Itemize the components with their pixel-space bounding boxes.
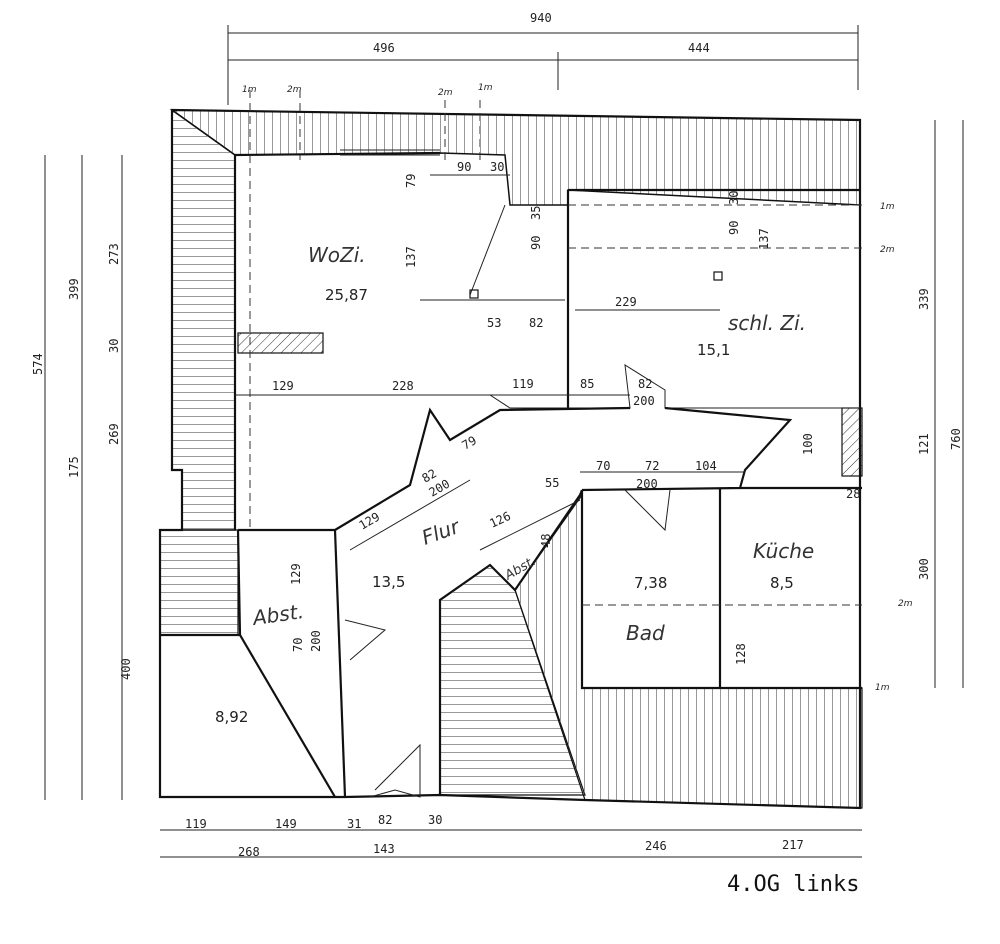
dim-right-total: 760 bbox=[949, 428, 963, 450]
dim-right-lower: 300 bbox=[917, 558, 931, 580]
dim-bottom-82: 82 bbox=[378, 813, 392, 827]
dim-top-left: 496 bbox=[373, 41, 395, 55]
dim-bottom-30: 30 bbox=[428, 813, 442, 827]
dim-int-129c: 129 bbox=[289, 563, 303, 585]
dim-int-129b: 129 bbox=[357, 510, 383, 533]
dim-left-upper: 399 bbox=[67, 278, 81, 300]
dim-int-137b: 137 bbox=[757, 228, 771, 250]
room-label-schlafzimmer: schl. Zi. bbox=[728, 311, 806, 335]
marker-2m-a: 2m bbox=[287, 85, 302, 95]
roof-slope-hatching bbox=[159, 108, 863, 809]
dim-right-mid: 121 bbox=[917, 433, 931, 455]
marker-1m-c: 1m bbox=[880, 202, 895, 212]
point-marker-a bbox=[469, 289, 479, 299]
marker-2m-b: 2m bbox=[438, 88, 453, 98]
dim-int-82: 82 bbox=[529, 316, 543, 330]
dim-left-upper-b: 273 bbox=[107, 243, 121, 265]
dim-int-90: 90 bbox=[457, 160, 471, 174]
dim-bottom-31: 31 bbox=[347, 817, 361, 831]
room-label-bad: Bad bbox=[626, 621, 665, 645]
dim-left-lower-a: 175 bbox=[67, 456, 81, 478]
dim-left-mid: 269 bbox=[107, 423, 121, 445]
dim-int-100: 100 bbox=[801, 433, 815, 455]
dim-int-82b: 82 bbox=[638, 377, 652, 391]
dim-int-137a: 137 bbox=[404, 246, 418, 268]
dim-int-70a: 70 bbox=[596, 459, 610, 473]
dim-bottom-149: 149 bbox=[275, 817, 297, 831]
room-area-abstell-left: 8,92 bbox=[215, 708, 248, 726]
dim-bottom-119: 119 bbox=[185, 817, 207, 831]
room-area-wohnzimmer: 25,87 bbox=[325, 286, 368, 304]
dim-left-total: 574 bbox=[31, 353, 45, 375]
room-area-bad: 7,38 bbox=[634, 574, 667, 592]
dim-right-upper: 339 bbox=[917, 288, 931, 310]
dim-top-right: 444 bbox=[688, 41, 710, 55]
room-label-wohnzimmer: WoZi. bbox=[308, 243, 366, 267]
dim-int-28: 28 bbox=[846, 487, 860, 501]
room-label-flur: Flur bbox=[419, 514, 465, 550]
dim-bottom-217: 217 bbox=[782, 838, 804, 852]
plan-caption: 4.OG links bbox=[727, 872, 860, 897]
dim-int-35: 35 bbox=[529, 206, 543, 220]
room-label-kueche: Küche bbox=[753, 539, 814, 563]
walls bbox=[158, 108, 862, 810]
room-area-flur: 13,5 bbox=[372, 573, 405, 591]
marker-1m-b: 1m bbox=[478, 83, 493, 93]
dim-left-mid-small: 30 bbox=[107, 339, 121, 353]
dim-int-53: 53 bbox=[487, 316, 501, 330]
dim-int-119: 119 bbox=[512, 377, 534, 391]
dim-int-48: 48 bbox=[539, 534, 553, 548]
dim-int-126: 126 bbox=[487, 509, 513, 531]
dimension-lines bbox=[44, 25, 964, 858]
dim-int-200a: 200 bbox=[633, 394, 655, 408]
dim-top-total: 940 bbox=[530, 11, 552, 25]
dim-int-129a: 129 bbox=[272, 379, 294, 393]
marker-1m-a: 1m bbox=[242, 85, 257, 95]
dim-int-30: 30 bbox=[490, 160, 504, 174]
point-marker-b bbox=[713, 271, 723, 281]
dim-bottom-143: 143 bbox=[373, 842, 395, 856]
room-label-abstell-left: Abst. bbox=[249, 599, 305, 630]
dim-int-85: 85 bbox=[580, 377, 594, 391]
dim-bottom-268: 268 bbox=[238, 845, 260, 859]
slope-lines bbox=[249, 90, 862, 606]
dim-int-104: 104 bbox=[695, 459, 717, 473]
marker-2m-d: 2m bbox=[898, 599, 913, 609]
dim-int-128: 128 bbox=[734, 643, 748, 665]
dim-int-90b: 90 bbox=[529, 236, 543, 250]
dim-bottom-246: 246 bbox=[645, 839, 667, 853]
dim-left-lower: 400 bbox=[119, 658, 133, 680]
dim-int-82c: 82 bbox=[420, 466, 440, 485]
dim-int-70b: 70 bbox=[291, 638, 305, 652]
room-area-kueche: 8,5 bbox=[770, 574, 794, 592]
dim-int-90c: 90 bbox=[727, 221, 741, 235]
dim-int-72: 72 bbox=[645, 459, 659, 473]
dim-int-200c: 200 bbox=[636, 477, 658, 491]
marker-2m-c: 2m bbox=[880, 245, 895, 255]
marker-1m-d: 1m bbox=[875, 683, 890, 693]
dim-int-79: 79 bbox=[404, 174, 418, 188]
dim-int-55: 55 bbox=[545, 476, 559, 490]
dim-int-228: 228 bbox=[392, 379, 414, 393]
dim-int-79b: 79 bbox=[460, 433, 480, 452]
dim-int-200d: 200 bbox=[309, 630, 323, 652]
dim-int-30b: 30 bbox=[727, 191, 741, 205]
room-area-schlafzimmer: 15,1 bbox=[697, 341, 730, 359]
dim-int-229: 229 bbox=[615, 295, 637, 309]
